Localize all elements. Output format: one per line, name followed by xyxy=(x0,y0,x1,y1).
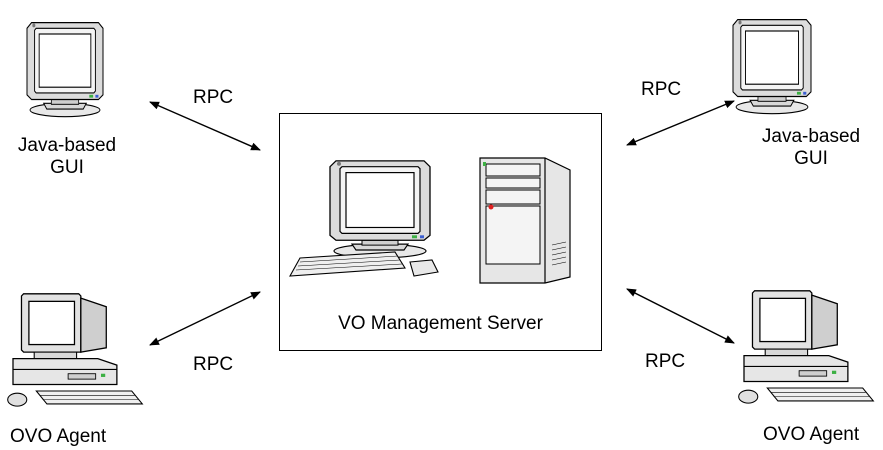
crt-monitor-icon xyxy=(732,18,812,115)
rpc-label-bottom-right: RPC xyxy=(645,351,686,372)
desktop-pc-icon xyxy=(738,290,874,404)
gui-label-line2: GUI xyxy=(50,157,84,178)
gui-label-line2: GUI xyxy=(794,148,828,169)
desktop-pc-icon xyxy=(7,293,143,407)
gui-label-line1: Java-based xyxy=(761,126,861,147)
mouse-icon xyxy=(409,259,439,277)
rpc-arrow-top-left xyxy=(149,101,261,151)
agent-bottom-left-label: OVO Agent xyxy=(10,426,107,447)
management-server-box xyxy=(279,113,602,351)
gui-top-right-label: Java-based GUI xyxy=(746,126,876,170)
rpc-label-top-left: RPC xyxy=(193,87,234,108)
rpc-label-top-right: RPC xyxy=(641,79,682,100)
agent-bottom-right-label: OVO Agent xyxy=(763,424,860,445)
keyboard-icon xyxy=(289,251,406,277)
rpc-label-bottom-left: RPC xyxy=(193,354,234,375)
tower-server-icon xyxy=(479,157,571,284)
gui-label-line1: Java-based xyxy=(17,135,117,156)
rpc-arrow-bottom-left xyxy=(149,291,261,346)
rpc-arrow-top-right xyxy=(626,100,735,146)
gui-top-left-label: Java-based GUI xyxy=(2,135,132,179)
rpc-arrow-bottom-right xyxy=(626,288,735,344)
server-label: VO Management Server xyxy=(338,313,543,334)
crt-monitor-icon xyxy=(26,21,104,118)
